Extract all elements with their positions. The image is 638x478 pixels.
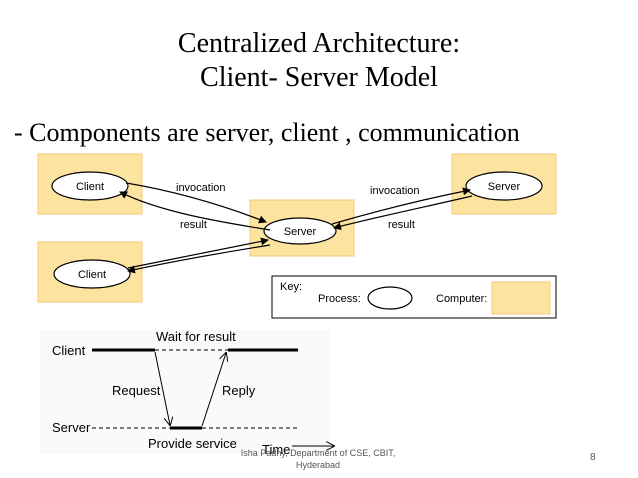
arrow-invocation-client-bottom [127,237,269,269]
timing-request-arrow [154,351,170,425]
timing-client-label: Client [52,343,86,358]
process-server-right [465,171,543,201]
server-center-label: Server [284,226,317,238]
bullet-text: - Components are server, client , commun… [14,118,520,147]
key-computer-symbol [491,281,551,315]
client-bottom-label: Client [78,269,106,281]
timing-provide-label: Provide service [148,436,237,451]
invocation-label-right: invocation [370,185,420,197]
process-client-bottom [53,259,131,289]
slide-title-line2: Client- Server Model [200,62,438,93]
timing-request-label: Request [112,383,161,398]
client-top-label: Client [76,181,104,193]
result-label-right: result [388,219,415,231]
page-number: 8 [590,452,596,463]
arrow-result-client-bottom [127,244,271,274]
timing-server-label: Server [52,420,91,435]
invocation-label-left: invocation [176,182,226,194]
key-process-label: Process: [318,293,361,305]
timing-wait-label: Wait for result [156,329,236,344]
process-server-center [263,217,337,245]
footer-line2: Hyderabad [295,460,341,470]
footer-line1: Isha Padhy, Department of CSE, CBIT, [240,448,396,458]
server-right-label: Server [488,181,521,193]
timing-reply-label: Reply [222,383,256,398]
arrow-result-client-top [119,191,271,231]
key-label: Key: [280,281,302,293]
arrow-result-server-right [333,195,473,231]
result-label-left: result [180,219,207,231]
arrow-invocation-server-right [331,187,471,225]
key-computer-label: Computer: [436,293,487,305]
slide-footer: Isha Padhy, Department of CSE, CBIT, Hyd… [228,447,408,471]
timing-reply-arrow [201,353,226,427]
slide-title-line1: Centralized Architecture: [177,28,461,59]
arrow-invocation-client-top [125,182,267,224]
key-process-symbol [367,286,413,310]
timing-time-label: Time [262,442,290,457]
process-client-top [51,171,129,201]
